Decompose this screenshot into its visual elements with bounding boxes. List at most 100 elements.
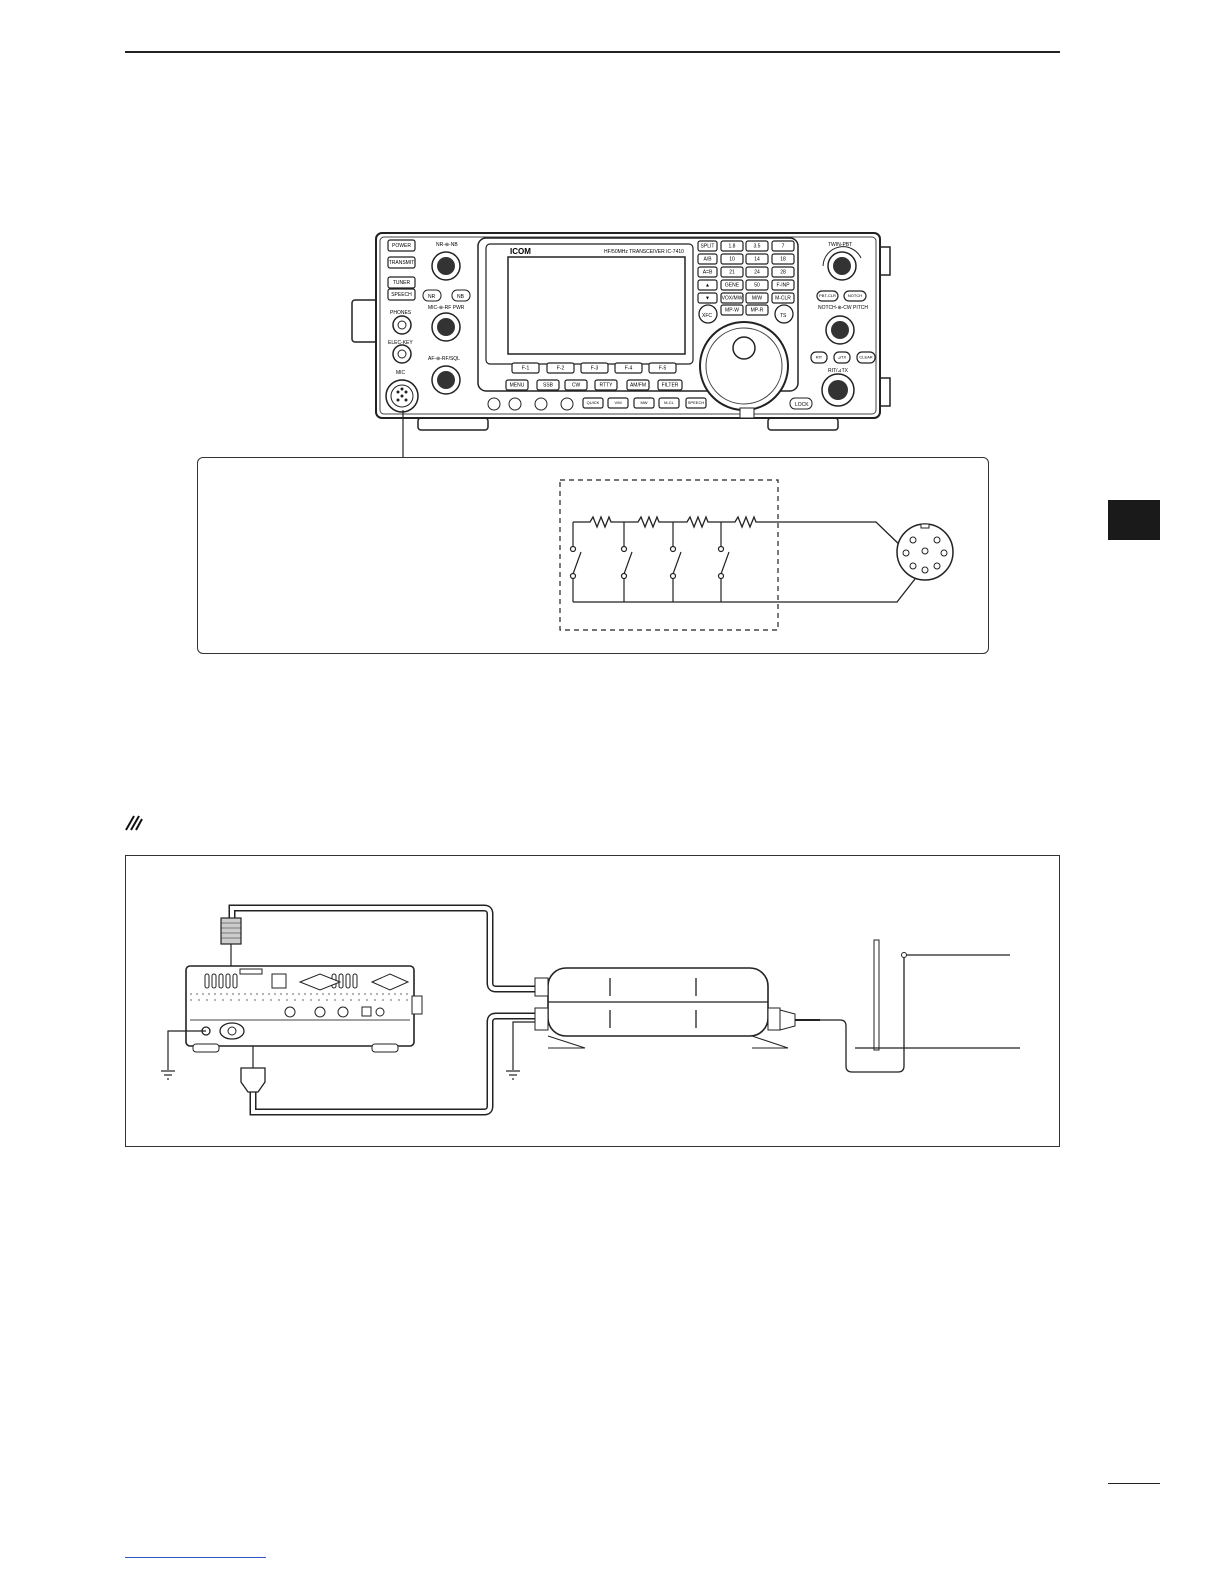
right-button-3-label: ⊿TX (838, 355, 847, 360)
main-tuning-dial[interactable] (699, 321, 789, 411)
keypad-key-0-0[interactable]: 1.8 (720, 240, 744, 252)
keypad-left-2-label: A=B (703, 270, 713, 276)
bottom-key-3[interactable]: M-CL (658, 397, 680, 409)
keypad-key-2-2[interactable]: 28 (771, 266, 795, 278)
right-button-0[interactable]: PBT-CLR (816, 290, 839, 302)
af-rfsql-label: AF-⊕-RF/SQL (428, 356, 460, 362)
keypad-left-1[interactable]: A/B (697, 253, 718, 265)
function-key-3[interactable]: F-3 (580, 362, 609, 374)
left-button-2-label: TUNER (393, 280, 411, 286)
keypad-key-2-0[interactable]: 21 (720, 266, 744, 278)
right-button-4-label: CLEAR (859, 355, 872, 360)
keypad-key-3-0[interactable]: GENE (720, 279, 744, 291)
notch-cw-knob[interactable] (825, 315, 855, 345)
keypad-left-3-label: ▲ (705, 283, 710, 289)
bottom-key-1-label: V/M (614, 400, 621, 405)
keypad-key-1-0-label: 10 (729, 257, 735, 263)
mic-connector[interactable] (385, 379, 419, 413)
nb-button[interactable] (451, 289, 471, 302)
keypad-mp-w[interactable]: MP-W (720, 304, 744, 316)
left-button-0[interactable]: POWER (387, 239, 416, 252)
keypad-key-2-0-label: 21 (729, 270, 735, 276)
af-rfsql-knob[interactable] (431, 365, 461, 395)
keypad-key-3-1[interactable]: 50 (745, 279, 769, 291)
keypad-left-2[interactable]: A=B (697, 266, 718, 278)
keypad-left-0-label: SPLIT (701, 244, 715, 250)
xfc-button[interactable]: XFC (698, 304, 718, 324)
mic-connector-pinout (896, 523, 954, 581)
mode-key-4-label: AM/FM (630, 383, 646, 389)
keypad-key-0-2[interactable]: 7 (771, 240, 795, 252)
lock-button[interactable] (789, 397, 813, 410)
bottom-key-2[interactable]: MW (633, 397, 655, 409)
nr-button[interactable] (422, 289, 442, 302)
model-caption: HF/50MHz TRANSCEIVER IC-7410 (604, 249, 684, 255)
keypad-key-4-0[interactable]: VOX/MW (720, 292, 744, 304)
mode-key-1-label: SSB (543, 383, 554, 389)
keypad-key-1-0[interactable]: 10 (720, 253, 744, 265)
right-button-4[interactable]: CLEAR (856, 351, 876, 364)
keypad-key-0-1-label: 3.5 (754, 244, 761, 250)
left-button-1[interactable]: TRANSMIT (387, 256, 416, 269)
mic-rfpwr-knob[interactable] (431, 312, 461, 342)
nr-nb-label: NR-⊕-NB (436, 242, 458, 248)
function-key-4-label: F-4 (625, 366, 633, 372)
bottom-key-0-label: QUICK (587, 400, 600, 405)
mic-rfpwr-label: MIC-⊕-RF PWR (428, 305, 465, 311)
keypad-key-1-1-label: 14 (754, 257, 760, 263)
keypad-key-3-1-label: 50 (754, 283, 760, 289)
mode-key-5[interactable]: FILTER (657, 379, 683, 391)
keypad-left-0[interactable]: SPLIT (697, 240, 718, 252)
keypad-left-3[interactable]: ▲ (697, 279, 718, 291)
twin-pbt-label: TWIN-PBT (828, 242, 852, 248)
keypad-mp-r[interactable]: MP-R (745, 304, 769, 316)
keypad-key-3-0-label: GENE (725, 283, 740, 289)
keypad-mp-r-label: MP-R (751, 308, 764, 314)
right-button-1[interactable]: NOTCH (843, 290, 867, 302)
elec-key-label: ELEC-KEY (388, 340, 413, 346)
function-key-3-label: F-3 (591, 366, 599, 372)
left-button-2[interactable]: TUNER (387, 276, 416, 289)
function-key-1-label: F-1 (522, 366, 530, 372)
twin-pbt-knob[interactable] (827, 251, 857, 281)
bottom-key-4[interactable]: SPEECH (685, 397, 707, 409)
footer-link-underline[interactable] (125, 1557, 266, 1558)
keypad-left-4[interactable]: ▼ (697, 292, 718, 304)
keypad-key-1-2-label: 18 (780, 257, 786, 263)
nr-nb-knob[interactable] (431, 251, 461, 281)
function-key-5[interactable]: F-5 (648, 362, 677, 374)
keypad-key-4-1[interactable]: M/W (745, 292, 769, 304)
phones-label: PHONES (390, 310, 412, 316)
xfc-label: XFC (702, 313, 712, 319)
keypad-key-0-2-label: 7 (782, 244, 785, 250)
function-key-1[interactable]: F-1 (511, 362, 540, 374)
bottom-key-0[interactable]: QUICK (582, 397, 604, 409)
bottom-key-3-label: M-CL (664, 400, 675, 405)
rit-dtx-knob[interactable] (821, 373, 855, 407)
mode-key-1[interactable]: SSB (536, 379, 560, 391)
function-key-4[interactable]: F-4 (614, 362, 643, 374)
function-key-2[interactable]: F-2 (546, 362, 575, 374)
keypad-key-3-2[interactable]: F-INP (771, 279, 795, 291)
keypad-key-2-1[interactable]: 24 (745, 266, 769, 278)
keypad-key-0-1[interactable]: 3.5 (745, 240, 769, 252)
keypad-key-4-1-label: M/W (752, 296, 763, 302)
ts-button[interactable]: TS (774, 304, 794, 324)
mic-label: MIC (396, 370, 406, 376)
keypad-key-4-0-label: VOX/MW (722, 296, 743, 302)
keypad-key-1-1[interactable]: 14 (745, 253, 769, 265)
bottom-key-1[interactable]: V/M (607, 397, 629, 409)
section-tab-marker (1108, 500, 1160, 540)
keypad-key-0-0-label: 1.8 (729, 244, 736, 250)
mode-key-3[interactable]: RTTY (594, 379, 618, 391)
right-button-2[interactable]: RIT (810, 351, 828, 364)
mode-key-0[interactable]: MENU (505, 379, 529, 391)
right-button-1-label: NOTCH (848, 293, 862, 298)
mode-key-2[interactable]: CW (564, 379, 588, 391)
left-button-3[interactable]: SPEECH (387, 288, 416, 301)
mode-key-4[interactable]: AM/FM (626, 379, 650, 391)
keypad-key-1-2[interactable]: 18 (771, 253, 795, 265)
right-button-3[interactable]: ⊿TX (833, 351, 851, 364)
keypad-key-4-2[interactable]: M-CLR (771, 292, 795, 304)
nb-button-label: NB (457, 294, 465, 300)
